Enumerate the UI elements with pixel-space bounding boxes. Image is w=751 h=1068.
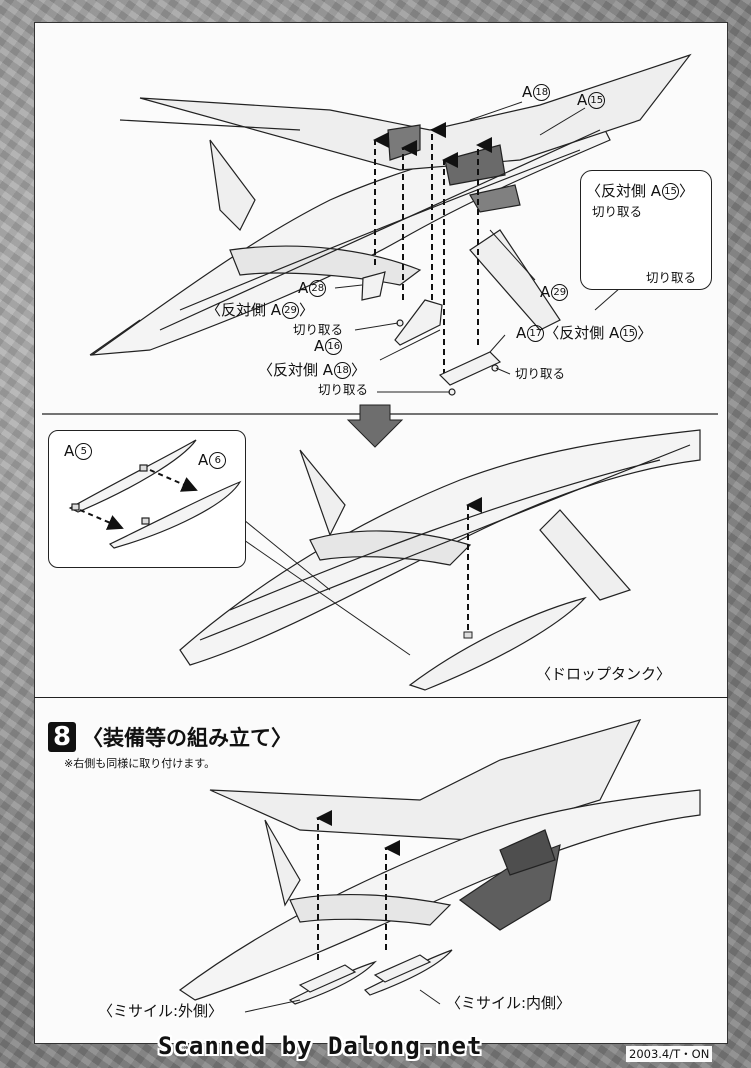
scan-watermark: Scanned by Dalong.net xyxy=(158,1032,483,1060)
step-title: 〈装備等の組み立て〉 xyxy=(82,726,292,750)
callout-kiritoru-b: 切り取る xyxy=(646,270,697,285)
label-missile-inner: 〈ミサイル:内側〉 xyxy=(446,994,572,1012)
drop-tank-part xyxy=(408,596,587,691)
aircraft-middle-illustration xyxy=(179,429,701,666)
opposite-side-callout xyxy=(580,170,712,290)
section-divider xyxy=(34,697,728,698)
print-date: 2003.4/T・ON xyxy=(626,1046,713,1062)
callout-kiritoru-a: 切り取る xyxy=(592,204,643,219)
label-kiritoru-2: 切り取る xyxy=(318,382,369,397)
step-number-badge: 8 xyxy=(48,722,76,752)
label-drop-tank: 〈ドロップタンク〉 xyxy=(536,665,672,683)
aircraft-top-illustration xyxy=(89,53,692,356)
label-kiritoru-3: 切り取る xyxy=(515,366,566,381)
step-note: ※右側も同様に取り付けます。 xyxy=(64,757,216,770)
big-down-arrow xyxy=(346,404,404,448)
label-kiritoru-1: 切り取る xyxy=(293,322,344,337)
label-missile-outer: 〈ミサイル:外側〉 xyxy=(98,1002,224,1020)
